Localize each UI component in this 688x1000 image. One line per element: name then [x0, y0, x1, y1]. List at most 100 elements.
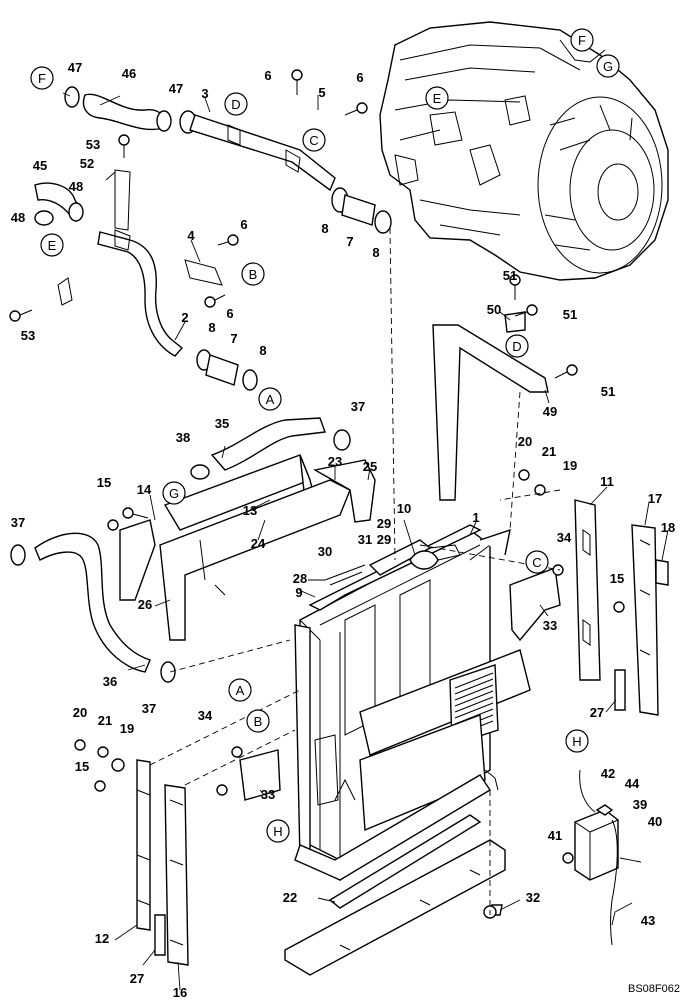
- callout-c8a: 8: [321, 221, 328, 236]
- callout-c44: 44: [625, 776, 640, 791]
- callout-c53a: 53: [86, 137, 100, 152]
- bolts: [9, 69, 625, 919]
- callout-c1: 1: [472, 510, 479, 525]
- reference-marker-rA2: A: [228, 678, 252, 702]
- reference-circle: [596, 54, 620, 78]
- callout-c34a: 34: [557, 530, 572, 545]
- callout-c20b: 20: [73, 705, 87, 720]
- callout-c32: 32: [526, 890, 540, 905]
- callout-c10: 10: [397, 501, 411, 516]
- reference-circle: [266, 819, 290, 843]
- reference-circle: [224, 92, 248, 116]
- callout-c48b: 48: [11, 210, 25, 225]
- callout-c15c: 15: [75, 759, 89, 774]
- callout-c5: 5: [318, 85, 325, 100]
- reference-circle: [302, 128, 326, 152]
- callout-c25: 25: [363, 459, 377, 474]
- reference-letter: C: [532, 555, 541, 570]
- reference-letter: B: [254, 714, 263, 729]
- callout-c19b: 19: [120, 721, 134, 736]
- callout-c20a: 20: [518, 434, 532, 449]
- reference-marker-rF1: F: [30, 66, 54, 90]
- callout-c31: 31: [358, 532, 372, 547]
- callout-c4: 4: [187, 228, 195, 243]
- callout-c27a: 27: [590, 705, 604, 720]
- callout-c51b: 51: [563, 307, 577, 322]
- callout-c33b: 33: [261, 787, 275, 802]
- reference-letter: B: [249, 267, 258, 282]
- callout-c33a: 33: [543, 618, 557, 633]
- reference-letter: H: [572, 734, 581, 749]
- callout-c8d: 8: [259, 343, 266, 358]
- callout-c22: 22: [283, 890, 297, 905]
- reference-letter: F: [578, 33, 586, 48]
- middle-hoses: [10, 417, 351, 683]
- reserve-tank: [574, 769, 619, 946]
- reference-marker-rC1: C: [302, 128, 326, 152]
- reference-marker-rF2: F: [570, 28, 594, 52]
- callout-c50: 50: [487, 302, 501, 317]
- callout-c40: 40: [648, 814, 662, 829]
- reference-marker-rH2: H: [565, 729, 589, 753]
- callout-c8c: 8: [208, 320, 215, 335]
- callout-c37c: 37: [142, 701, 156, 716]
- callout-c7b: 7: [230, 331, 237, 346]
- callout-c16: 16: [173, 985, 187, 1000]
- reference-letter: H: [273, 824, 282, 839]
- callout-c36: 36: [103, 674, 117, 689]
- callout-c29b: 29: [377, 532, 391, 547]
- callout-c6b: 6: [356, 70, 363, 85]
- figure-code: BS08F062: [628, 983, 680, 995]
- reference-marker-rC2: C: [525, 550, 549, 574]
- reference-letter: A: [266, 392, 275, 407]
- reference-marker-rH1: H: [266, 819, 290, 843]
- callout-c47b: 47: [169, 81, 183, 96]
- reference-marker-rG1: G: [596, 54, 620, 78]
- reference-letter: C: [309, 133, 318, 148]
- callout-c21a: 21: [542, 444, 556, 459]
- callout-c23: 23: [328, 454, 342, 469]
- leader-lines: [62, 92, 669, 991]
- reference-letter: D: [512, 339, 521, 354]
- reference-circle: [228, 678, 252, 702]
- callout-c27b: 27: [130, 971, 144, 986]
- callout-c24: 24: [251, 536, 266, 551]
- callout-c45: 45: [33, 158, 47, 173]
- reference-letter: F: [38, 71, 46, 86]
- callout-c48a: 48: [69, 179, 83, 194]
- reference-circle: [246, 709, 270, 733]
- connection-lines: [149, 227, 561, 915]
- radiator-core: [294, 524, 531, 882]
- callout-c39: 39: [633, 797, 647, 812]
- lower-pipe-group: [34, 169, 258, 391]
- reference-letter: G: [169, 486, 179, 501]
- callout-c6a: 6: [264, 68, 271, 83]
- reference-letter: E: [48, 238, 57, 253]
- reference-letter: D: [231, 97, 240, 112]
- reference-circle: [40, 233, 64, 257]
- reference-circle: [162, 481, 186, 505]
- callout-c3: 3: [201, 86, 208, 101]
- callout-c17: 17: [648, 491, 662, 506]
- callout-c13: 13: [243, 503, 257, 518]
- callout-c37a: 37: [351, 399, 365, 414]
- callout-c38: 38: [176, 430, 190, 445]
- callout-c51a: 51: [503, 268, 517, 283]
- callout-c34b: 34: [198, 708, 213, 723]
- reference-circle: [258, 387, 282, 411]
- callout-c37b: 37: [11, 515, 25, 530]
- reference-marker-rB2: B: [246, 709, 270, 733]
- reference-circle: [505, 334, 529, 358]
- callout-c47a: 47: [68, 60, 82, 75]
- callout-c6d: 6: [226, 306, 233, 321]
- callout-c49: 49: [543, 404, 557, 419]
- shroud-brackets: [119, 454, 376, 641]
- reference-marker-rE2: E: [40, 233, 64, 257]
- reference-letter: A: [236, 683, 245, 698]
- callout-c28: 28: [293, 571, 307, 586]
- reference-circle: [525, 550, 549, 574]
- reference-circle: [570, 28, 594, 52]
